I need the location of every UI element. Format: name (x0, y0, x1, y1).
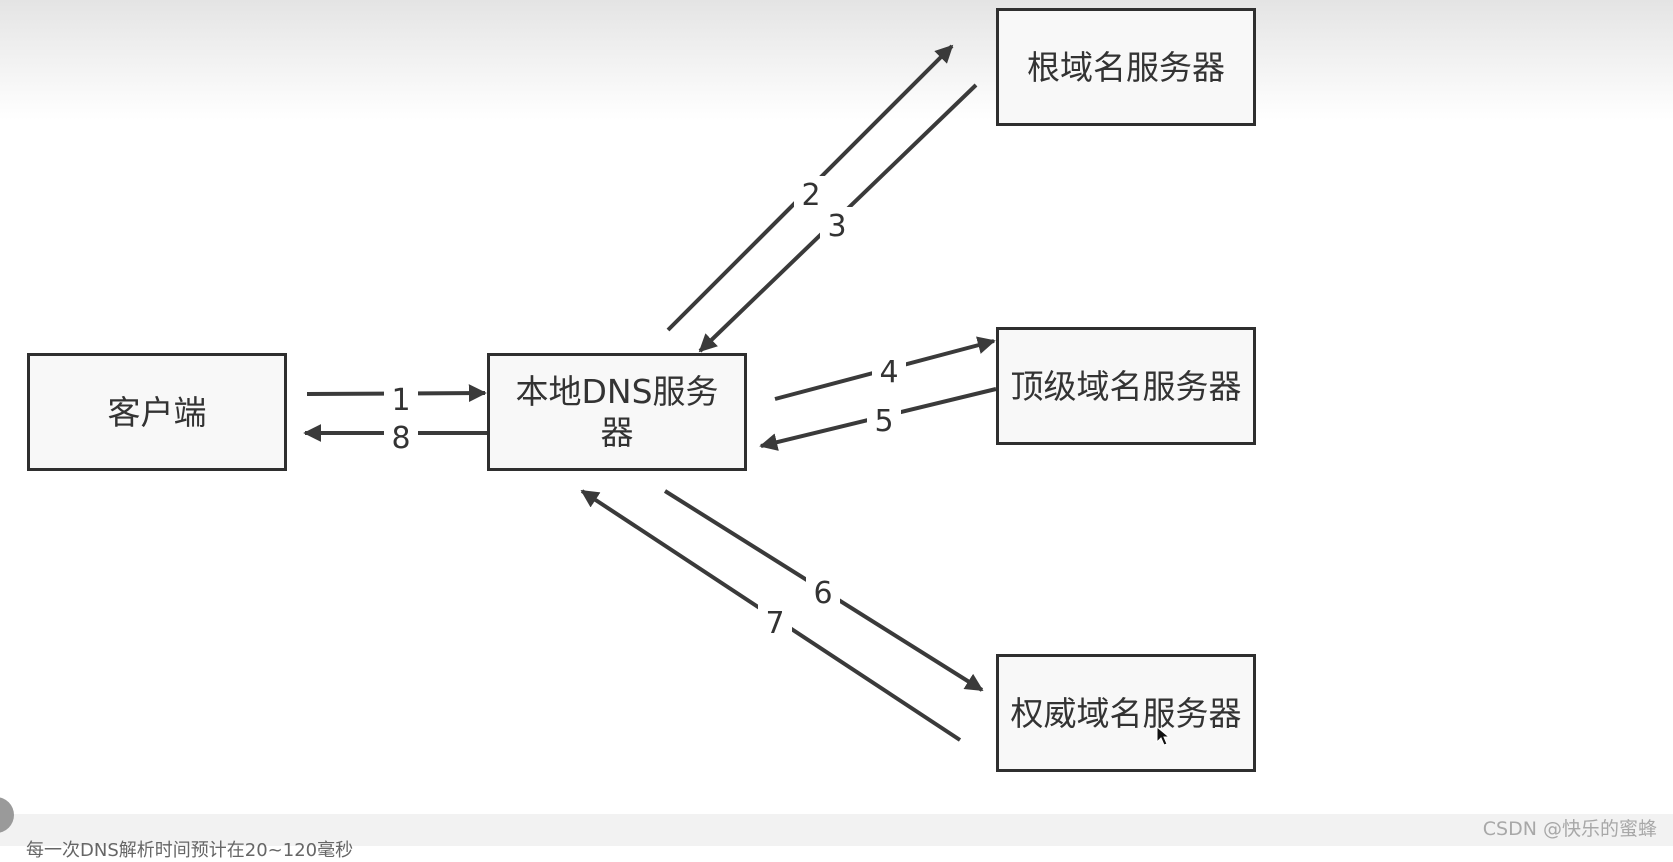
local-dns-server-box: 本地DNS服务器 (487, 353, 747, 471)
authoritative-dns-server-box: 权威域名服务器 (996, 654, 1256, 772)
svg-text:5: 5 (874, 404, 893, 439)
side-handle-icon[interactable] (0, 797, 14, 833)
top-shade (0, 0, 1673, 120)
footer-note: 每一次DNS解析时间预计在20~120毫秒 (26, 840, 354, 861)
step-label-7: 7 (758, 603, 792, 641)
svg-text:8: 8 (391, 421, 410, 456)
svg-text:2: 2 (801, 178, 820, 213)
svg-text:1: 1 (391, 383, 410, 418)
step-label-4: 4 (872, 352, 906, 390)
step-label-2: 2 (794, 176, 828, 213)
client-label: 客户端 (107, 392, 207, 432)
tld-dns-server-label: 顶级域名服务器 (1010, 366, 1242, 406)
step-label-6: 6 (806, 573, 840, 611)
svg-text:4: 4 (879, 355, 898, 390)
step-label-3: 3 (820, 207, 854, 244)
svg-text:3: 3 (827, 209, 846, 244)
local-dns-server-label: 本地DNS服务器 (515, 372, 719, 452)
svg-text:7: 7 (765, 606, 784, 641)
step-label-5: 5 (867, 402, 901, 439)
root-dns-server-box: 根域名服务器 (996, 8, 1256, 126)
mouse-cursor-icon (1156, 725, 1171, 746)
step-label-1: 1 (384, 379, 418, 418)
watermark: CSDN @快乐的蜜蜂 (1482, 818, 1657, 840)
svg-text:6: 6 (813, 576, 832, 611)
tld-dns-server-box: 顶级域名服务器 (996, 327, 1256, 445)
root-dns-server-label: 根域名服务器 (1027, 47, 1225, 87)
client-box: 客户端 (27, 353, 287, 471)
step-label-8: 8 (384, 417, 418, 456)
authoritative-dns-server-label: 权威域名服务器 (1010, 693, 1242, 733)
footer-bar (0, 814, 1673, 846)
